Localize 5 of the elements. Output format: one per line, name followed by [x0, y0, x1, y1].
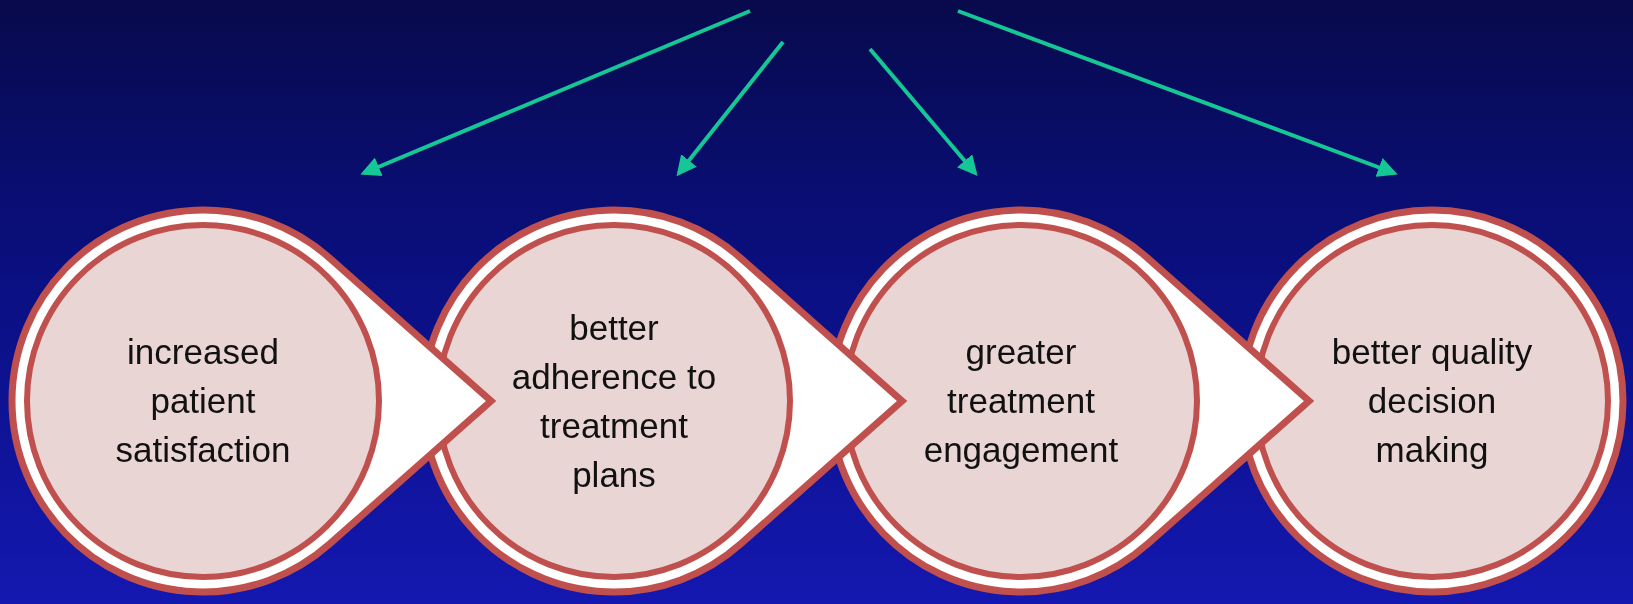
arrow: [868, 47, 978, 177]
arrow: [676, 40, 785, 177]
node-label: better quality decision making: [1330, 331, 1534, 472]
arrow: [360, 9, 751, 177]
arrow: [957, 9, 1398, 177]
